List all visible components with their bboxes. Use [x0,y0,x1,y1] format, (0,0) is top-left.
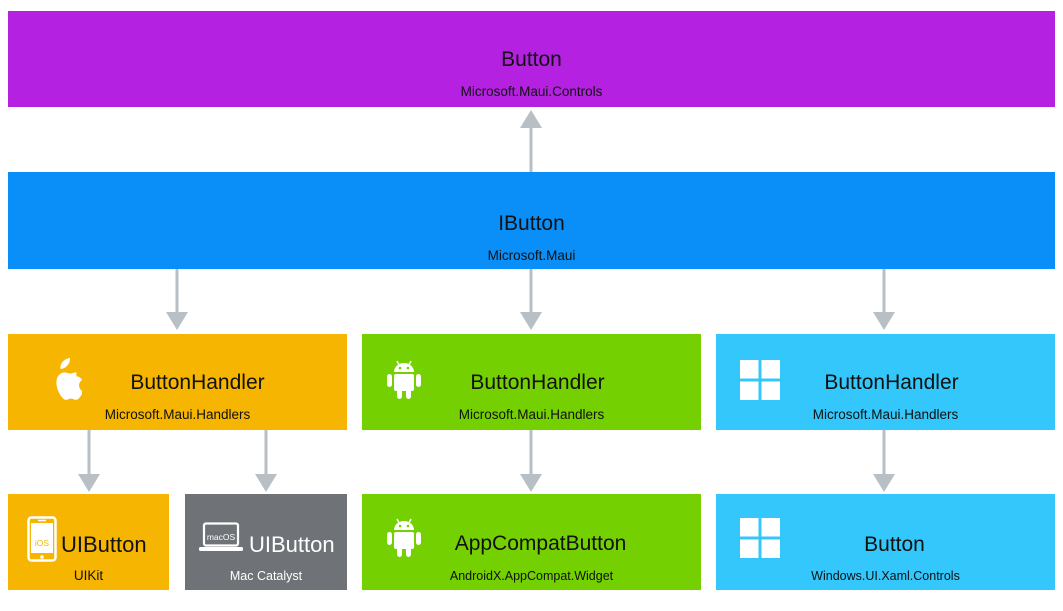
box-namespace: Microsoft.Maui.Handlers [458,407,605,422]
box-namespace: AndroidX.AppCompat.Widget [449,569,614,583]
box-namespace: Microsoft.Maui [487,248,576,263]
box-title: IButton [498,212,565,235]
android-handler-box: ButtonHandler Microsoft.Maui.Handlers [362,334,701,430]
box-namespace: Mac Catalyst [229,569,303,583]
windows-icon [740,518,780,558]
arrow-windows-handler-to-xaml [873,430,895,492]
apple-handler-box: ButtonHandler Microsoft.Maui.Handlers [8,334,347,430]
maccatalyst-native-box: macOS UIButton Mac Catalyst [185,494,347,590]
box-namespace: Windows.UI.Xaml.Controls [811,569,960,583]
android-icon [387,518,421,557]
box-title: Button [501,48,562,71]
macos-laptop-icon [199,522,243,551]
box-title: ButtonHandler [824,371,959,394]
arrow-apple-handler-to-maccatalyst [255,430,277,492]
apple-icon [56,358,82,400]
box-title: UIButton [61,532,147,557]
windows-handler-box: ButtonHandler Microsoft.Maui.Handlers [716,334,1055,430]
uikit-native-box: iOS UIButton UIKit [8,494,169,590]
ios-device-icon [27,516,57,562]
box-title: ButtonHandler [470,371,605,394]
arrow-ibutton-to-android-handler [520,269,542,330]
arrow-ibutton-to-button [520,110,542,172]
box-namespace: UIKit [73,568,104,583]
button-controls-box: Button Microsoft.Maui.Controls [8,11,1055,107]
box-namespace: Microsoft.Maui.Handlers [812,407,959,422]
arrow-ibutton-to-windows-handler [873,269,895,330]
appcompat-native-box: AppCompatButton AndroidX.AppCompat.Widge… [362,494,701,590]
ios-icon-label: iOS [34,538,50,548]
box-title: ButtonHandler [130,371,265,394]
arrow-android-handler-to-appcompat [520,430,542,492]
box-title: Button [864,533,925,556]
macos-icon-label: macOS [206,532,236,542]
box-title: AppCompatButton [454,532,627,555]
box-namespace: Microsoft.Maui.Handlers [104,407,251,422]
android-icon [387,360,421,399]
xaml-native-box: Button Windows.UI.Xaml.Controls [716,494,1055,590]
box-title: UIButton [249,532,335,557]
ibutton-interface-box: IButton Microsoft.Maui [8,172,1055,269]
arrow-ibutton-to-apple-handler [166,269,188,330]
windows-icon [740,360,780,400]
box-namespace: Microsoft.Maui.Controls [460,84,603,99]
arrow-apple-handler-to-uikit [78,430,100,492]
